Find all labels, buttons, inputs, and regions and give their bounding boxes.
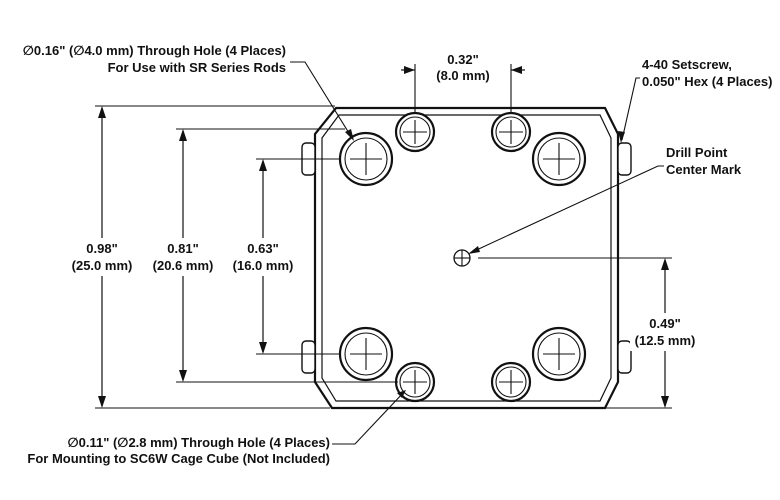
drill-point-mark bbox=[453, 249, 471, 267]
callout-through-hole-011-line1: ∅0.11" (∅2.8 mm) Through Hole (4 Places) bbox=[67, 435, 330, 450]
small-hole-top-left bbox=[394, 111, 436, 153]
callout-through-hole-011-line2: For Mounting to SC6W Cage Cube (Not Incl… bbox=[27, 451, 330, 466]
label-outer-hole-span-mm: (20.6 mm) bbox=[153, 258, 214, 273]
leader-lines bbox=[290, 61, 664, 445]
label-hole-spacing-mm: (8.0 mm) bbox=[436, 68, 489, 83]
plate-inner-edge bbox=[321, 114, 612, 402]
label-overall-height: 0.98" (25.0 mm) bbox=[68, 238, 138, 276]
callout-through-hole-016-line2: For Use with SR Series Rods bbox=[108, 60, 286, 75]
label-center-offset-mm: (12.5 mm) bbox=[635, 333, 696, 348]
small-hole-bottom-right bbox=[490, 361, 532, 403]
label-hole-spacing-inch: 0.32" bbox=[447, 52, 478, 67]
setscrew-right-bottom bbox=[617, 340, 632, 374]
label-overall-height-mm: (25.0 mm) bbox=[72, 258, 133, 273]
callout-setscrew-line2: 0.050" Hex (4 Places) bbox=[642, 74, 772, 89]
callout-drill-point-line1: Drill Point bbox=[666, 145, 728, 160]
label-center-offset-inch: 0.49" bbox=[649, 316, 680, 331]
label-inner-hole-span: 0.63" (16.0 mm) bbox=[228, 238, 300, 276]
extension-lines bbox=[95, 64, 672, 409]
callout-setscrew-line1: 4-40 Setscrew, bbox=[642, 57, 732, 72]
small-hole-top-right bbox=[490, 111, 532, 153]
callout-drill-point-line2: Center Mark bbox=[666, 162, 742, 177]
large-hole-bottom-right bbox=[531, 326, 587, 382]
label-inner-hole-span-mm: (16.0 mm) bbox=[233, 258, 294, 273]
label-outer-hole-span-inch: 0.81" bbox=[167, 241, 198, 256]
large-hole-top-right bbox=[531, 131, 587, 187]
setscrews bbox=[301, 142, 632, 374]
dimension-hole-spacing bbox=[401, 66, 525, 74]
label-outer-hole-span: 0.81" (20.6 mm) bbox=[148, 238, 220, 276]
callout-through-hole-016: ∅0.16" (∅4.0 mm) Through Hole (4 Places)… bbox=[23, 43, 286, 75]
large-hole-bottom-left bbox=[338, 326, 394, 382]
label-hole-spacing: 0.32" (8.0 mm) bbox=[436, 52, 489, 83]
label-overall-height-inch: 0.98" bbox=[86, 241, 117, 256]
callout-drill-point: Drill Point Center Mark bbox=[666, 145, 742, 177]
callout-setscrew: 4-40 Setscrew, 0.050" Hex (4 Places) bbox=[642, 57, 772, 89]
label-inner-hole-span-inch: 0.63" bbox=[247, 241, 278, 256]
setscrew-right-top bbox=[617, 142, 632, 176]
label-center-offset: 0.49" (12.5 mm) bbox=[630, 313, 702, 351]
callout-through-hole-011: ∅0.11" (∅2.8 mm) Through Hole (4 Places)… bbox=[27, 435, 330, 466]
callout-through-hole-016-line1: ∅0.16" (∅4.0 mm) Through Hole (4 Places) bbox=[23, 43, 286, 58]
large-hole-top-left bbox=[338, 131, 394, 187]
setscrew-left-bottom bbox=[301, 340, 316, 374]
